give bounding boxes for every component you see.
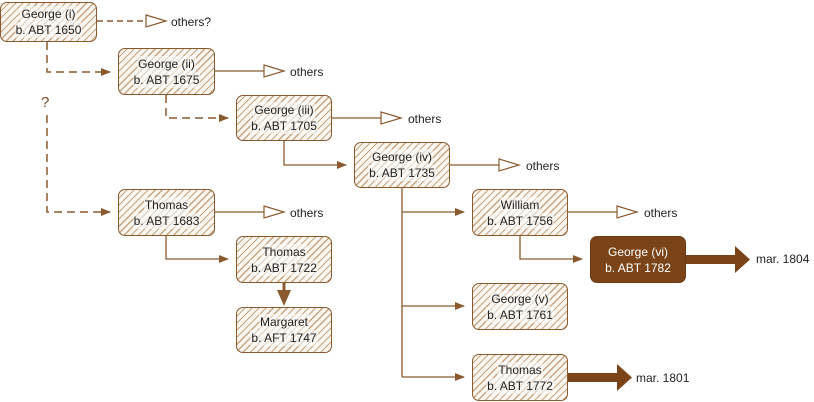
connector-thomas-1683-to-thomas-1722 — [165, 236, 229, 263]
person-node-thomas-1683[interactable]: Thomas b. ABT 1683 — [118, 189, 215, 236]
others-label: others — [290, 206, 324, 220]
person-name: George (vi) — [607, 244, 669, 259]
person-node-george-vi[interactable]: George (vi) b. ABT 1782 — [590, 236, 686, 283]
person-node-thomas-1772[interactable]: Thomas b. ABT 1772 — [472, 354, 568, 401]
person-name: Margaret — [258, 314, 310, 330]
person-node-thomas-1722[interactable]: Thomas b. ABT 1722 — [236, 236, 332, 283]
person-name: Thomas — [261, 243, 307, 260]
person-birth: b. AFT 1747 — [250, 330, 318, 346]
connector-william-to-george-vi — [519, 236, 583, 263]
person-node-george-iv[interactable]: George (iv) b. ABT 1735 — [354, 142, 450, 188]
person-name: George (i) — [20, 6, 77, 22]
uncertain-marker: ? — [41, 94, 50, 111]
person-birth: b. ABT 1772 — [486, 377, 554, 394]
person-name: George (v) — [490, 290, 550, 307]
person-birth: b. ABT 1756 — [486, 212, 554, 229]
person-name: George (iii) — [253, 102, 315, 118]
others-arrow-icon — [263, 205, 287, 219]
others-arrow-icon — [380, 111, 404, 125]
person-name: George (iv) — [370, 149, 434, 165]
person-node-george-ii[interactable]: George (ii) b. ABT 1675 — [118, 48, 215, 95]
person-node-george-v[interactable]: George (v) b. ABT 1761 — [472, 283, 568, 330]
marriage-arrow-shaft — [568, 373, 618, 382]
others-arrow-icon — [616, 205, 640, 219]
marriage-label-1804: mar. 1804 — [756, 252, 810, 266]
person-birth: b. ABT 1782 — [605, 260, 671, 275]
down-arrow-icon — [277, 290, 291, 306]
connector-george-i-to-george-ii — [46, 42, 111, 76]
person-node-william[interactable]: William b. ABT 1756 — [472, 189, 568, 236]
person-birth: b. ABT 1705 — [250, 118, 318, 134]
others-arrow-icon — [498, 158, 522, 172]
person-birth: b. ABT 1761 — [486, 306, 554, 323]
marriage-arrow-shaft — [686, 255, 736, 264]
person-name: Thomas — [143, 196, 190, 213]
others-label: others — [644, 206, 678, 220]
others-label: others — [408, 112, 442, 126]
marriage-label-1801: mar. 1801 — [636, 371, 690, 385]
person-name: William — [499, 196, 541, 213]
connector-george-ii-to-george-iii — [165, 95, 229, 122]
person-birth: b. ABT 1675 — [132, 71, 201, 88]
person-node-george-i[interactable]: George (i) b. ABT 1650 — [0, 2, 97, 42]
others-uncertain-label: others? — [171, 15, 212, 29]
person-birth: b. ABT 1683 — [132, 212, 201, 229]
person-node-margaret[interactable]: Margaret b. AFT 1747 — [236, 307, 332, 353]
person-birth: b. ABT 1735 — [368, 165, 436, 181]
others-arrow-icon — [145, 14, 169, 28]
person-birth: b. ABT 1650 — [14, 22, 83, 38]
person-node-george-iii[interactable]: George (iii) b. ABT 1705 — [236, 95, 332, 141]
person-name: Thomas — [497, 361, 543, 378]
connector-uncertain-to-thomas-1683 — [46, 115, 111, 216]
person-name: George (ii) — [137, 55, 196, 72]
others-arrow-icon — [263, 64, 287, 78]
others-label: others — [526, 159, 560, 173]
marriage-arrow-icon — [735, 246, 750, 273]
person-birth: b. ABT 1722 — [250, 259, 318, 276]
connector-george-iii-to-george-iv — [283, 141, 347, 169]
marriage-arrow-icon — [617, 364, 632, 391]
others-label: others — [290, 65, 324, 79]
